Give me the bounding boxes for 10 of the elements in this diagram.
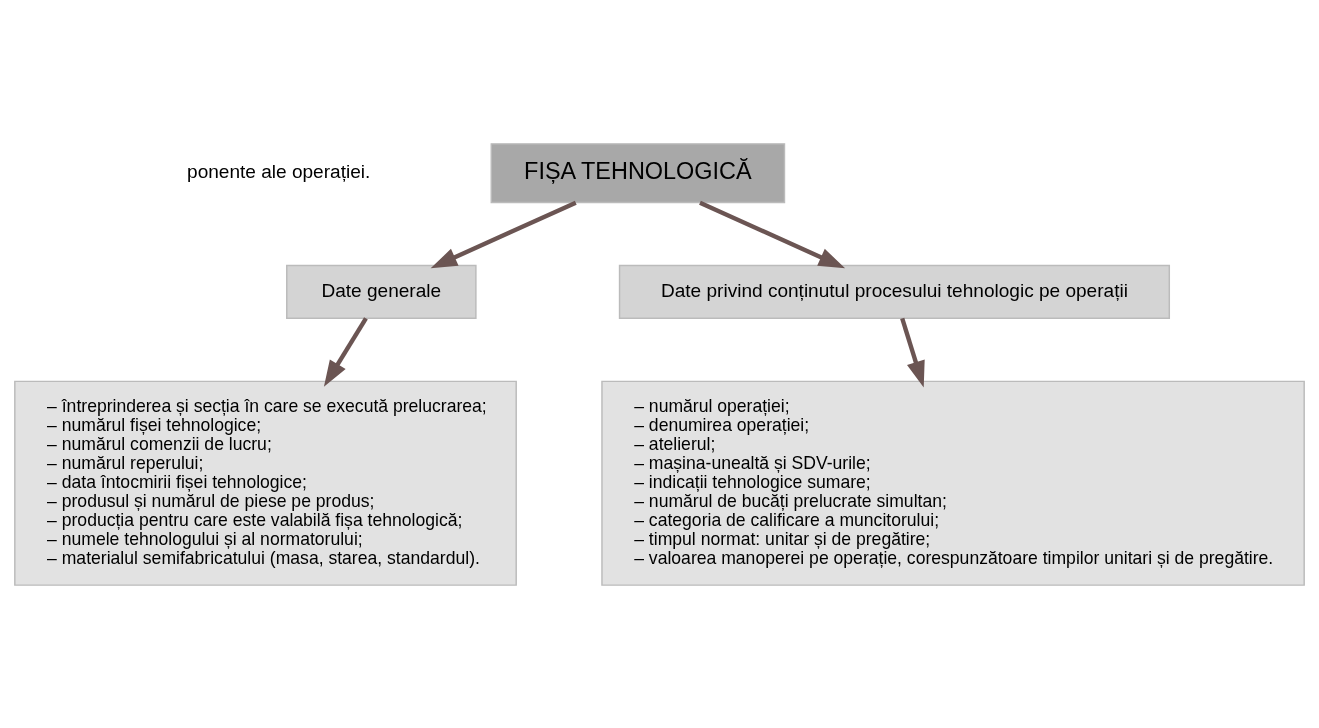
arrow — [699, 200, 846, 268]
label: ponente ale operației. — [187, 160, 371, 182]
node-box: FIȘA TEHNOLOGICĂ — [490, 142, 786, 203]
arrow — [323, 316, 368, 387]
arrow — [430, 200, 577, 268]
node-box: – numărul operației; – denumirea operației; – atelierul; – mașina-unealtă și SDV-urile; – indicații tehnologice sumare; – numărul de bucăți prelucrate simultan; – categoria de calificare a muncitorului; – timpul normat: unitar și de pregătire; – valoarea manoperei pe operație, corespunzătoare timpilor unitari și de pregătire. — [601, 380, 1305, 586]
node-box: Date privind conținutul procesului tehnologic pe operații — [618, 264, 1171, 319]
arrow — [900, 317, 925, 387]
node-box: – întreprinderea și secția în care se execută prelucrarea; – numărul fișei tehnologice; – numărul comenzii de lucru; – numărul reperului; – data întocmirii fișei tehnologice; – produsul și numărul de piese pe produs; – producția pentru care este valabilă fișa tehnologică; – numele tehnologului și al normatorului; – materialul semifabricatului (masa, starea, standardul). — [14, 380, 517, 586]
node-box: Date generale — [286, 264, 477, 319]
